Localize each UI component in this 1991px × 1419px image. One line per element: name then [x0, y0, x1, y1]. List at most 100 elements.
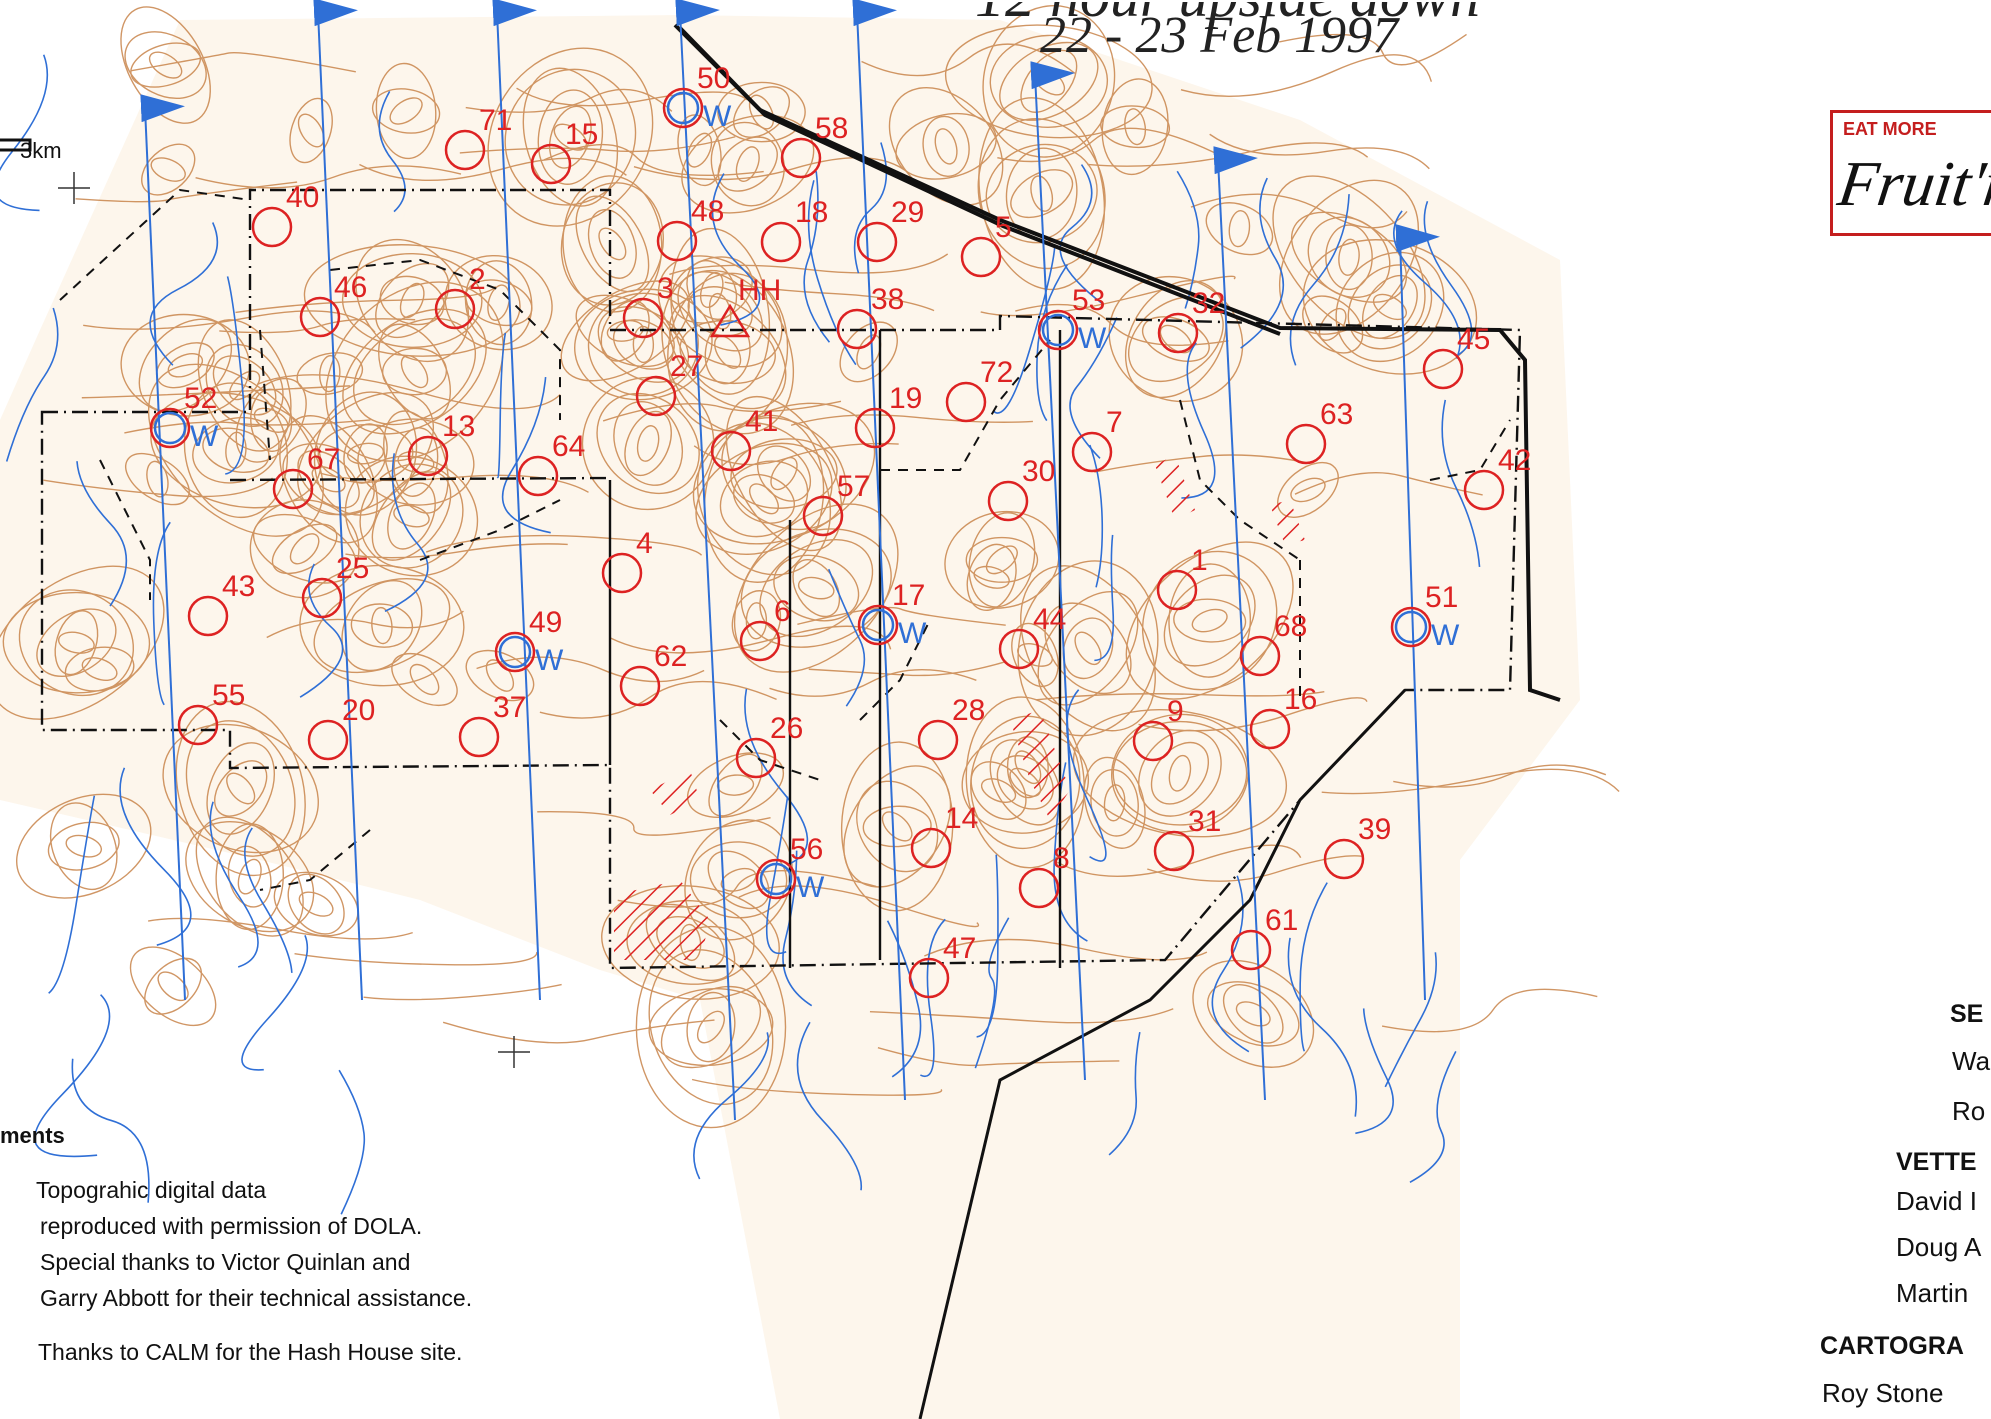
control-number: 13 [442, 410, 475, 443]
oob-area [650, 770, 700, 815]
control-circle-icon [299, 296, 341, 338]
contour [1335, 251, 1445, 363]
water-label: W [535, 644, 564, 677]
contour [703, 414, 825, 583]
contour [601, 884, 780, 1000]
control-38: 38 [836, 283, 904, 350]
scale-bar [0, 138, 32, 152]
control-number: 18 [795, 196, 828, 229]
vetter-name: David I [1896, 1186, 1977, 1216]
setter-name: Wa [1952, 1046, 1991, 1076]
contour [294, 951, 538, 966]
contour [1044, 602, 1132, 695]
control-31: 31 [1153, 805, 1221, 872]
contour [266, 610, 464, 639]
contour [934, 128, 958, 165]
control-number: 43 [222, 570, 255, 603]
control-circle-icon [760, 221, 802, 263]
control-circle-icon [1230, 929, 1272, 971]
oob-area [1010, 710, 1070, 820]
contour [120, 6, 211, 124]
contour [1056, 844, 1302, 877]
contour [997, 127, 1228, 163]
highway [673, 23, 1561, 1419]
water-point-icon [861, 608, 895, 642]
stream [1299, 882, 1328, 1052]
contour [442, 1019, 715, 1044]
contour [341, 579, 423, 672]
contour [444, 254, 553, 351]
contour [363, 983, 562, 1001]
contour [717, 81, 806, 143]
contour [733, 503, 899, 673]
contour [869, 1008, 1174, 1024]
stream [711, 173, 761, 326]
stream [384, 453, 429, 613]
north-line [1030, 61, 1086, 1081]
contour [840, 741, 954, 912]
contour [125, 452, 190, 506]
control-number: 67 [307, 443, 340, 476]
water-point-icon [1041, 313, 1075, 347]
contour [273, 871, 359, 937]
contour [2, 591, 151, 694]
stream [119, 767, 192, 946]
contour [54, 610, 99, 676]
contour [537, 811, 771, 836]
control-9: 9 [1132, 695, 1184, 762]
contour [581, 376, 715, 511]
contour [797, 576, 835, 600]
contour [124, 419, 371, 434]
control-circle-icon [444, 129, 486, 171]
stream [693, 1032, 770, 1180]
stream [1289, 194, 1350, 366]
control-57: 57 [802, 470, 870, 537]
control-number: 68 [1274, 610, 1307, 643]
water-point: W [498, 635, 564, 677]
contour [516, 87, 748, 107]
control-42: 42 [1463, 444, 1531, 511]
control-circle-icon [856, 221, 898, 263]
contour [548, 105, 592, 169]
contour [359, 463, 464, 569]
stream [1423, 200, 1473, 357]
control-number: 48 [691, 195, 724, 228]
contour [877, 1047, 1120, 1067]
control-number: 7 [1106, 406, 1123, 439]
contour [596, 392, 700, 495]
contour [131, 51, 356, 73]
contour [1290, 211, 1408, 303]
contour [124, 31, 207, 100]
contour [797, 606, 1006, 626]
control-number: 38 [871, 283, 904, 316]
water-label: W [190, 420, 219, 453]
sponsor-script: Fruit'n [1834, 148, 1991, 219]
control-number: 56 [790, 833, 823, 866]
vetters-heading: VETTE [1896, 1148, 1977, 1176]
stream [920, 918, 946, 1078]
control-circle-icon [987, 480, 1029, 522]
control-50: 50 [662, 62, 730, 129]
control-43: 43 [187, 570, 255, 637]
contour [0, 565, 165, 720]
control-51: 51 [1390, 581, 1458, 648]
contour [378, 323, 452, 420]
contour [279, 415, 378, 544]
control-number: 55 [212, 679, 245, 712]
control-circle-icon [434, 288, 476, 330]
scale-label: 3km [20, 138, 62, 163]
contour [219, 318, 416, 334]
control-63: 63 [1285, 398, 1353, 465]
contour [1228, 210, 1251, 248]
contour [600, 300, 650, 362]
control-49: 49 [494, 606, 562, 673]
contour [235, 285, 497, 314]
control-number: 15 [565, 118, 598, 151]
control-30: 30 [987, 455, 1055, 522]
water-point: W [666, 91, 732, 133]
control-circle-icon [407, 435, 449, 477]
contour [610, 625, 892, 654]
control-circle-icon [301, 577, 343, 619]
